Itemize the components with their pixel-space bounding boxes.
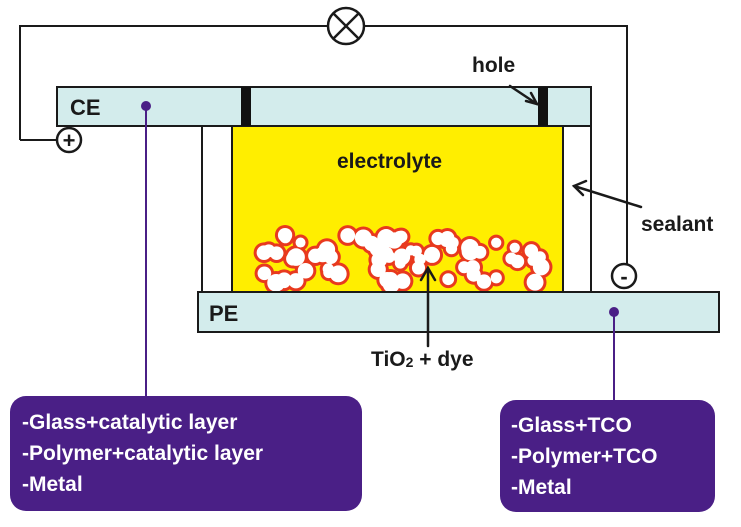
tio2-particle [340, 228, 356, 243]
pe-label: PE [209, 301, 238, 326]
tio2-particle [442, 273, 455, 286]
tio2-particle [490, 272, 502, 284]
tio2-particle [405, 245, 416, 256]
sealant-plug-hole [538, 87, 548, 126]
pe-material-item: -Metal [511, 476, 572, 499]
hole-arrow [508, 84, 539, 106]
tio2-particle [393, 230, 407, 244]
tio2-particle [364, 235, 380, 252]
tio2-particle [295, 237, 306, 248]
tio2-particle [458, 261, 471, 274]
svg-text:-: - [620, 264, 627, 289]
external-circuit [19, 25, 628, 264]
ce-material-item: -Metal [22, 473, 83, 496]
sealant-label: sealant [641, 213, 713, 236]
tio2-dye-label: TiO2 + dye [371, 348, 474, 371]
photo-electrode [197, 291, 720, 333]
tio2-particle [278, 276, 291, 289]
tio2-particle [527, 255, 538, 266]
pe-marker-dot [609, 307, 619, 317]
tio2-particle [377, 229, 396, 247]
sealant-left-wall [201, 125, 233, 293]
counter-electrode [56, 86, 592, 127]
tio2-particle [286, 252, 300, 266]
tio2-particle [329, 265, 347, 283]
tio2-particle [411, 261, 426, 275]
tio2-particle [491, 237, 502, 248]
svg-text:+: + [63, 128, 76, 153]
tio2-particle [371, 252, 388, 268]
tio2-particle [279, 231, 292, 244]
ce-material-item: -Glass+catalytic layer [22, 411, 237, 434]
tio2-particle [297, 262, 314, 279]
arrows [419, 84, 643, 348]
ce-marker-dot [141, 101, 151, 111]
tio2-particle [526, 273, 544, 291]
hole-label: hole [472, 54, 515, 77]
sealant-arrow [572, 184, 643, 209]
lamp-icon [326, 6, 366, 46]
tio2-particle [461, 242, 480, 261]
ce-material-item: -Polymer+catalytic layer [22, 442, 263, 465]
tio2-particle [509, 242, 520, 253]
ce-label: CE [70, 95, 101, 120]
tio2-particle [256, 245, 272, 261]
tio2-particle [524, 244, 539, 258]
sealant-right-wall [562, 125, 592, 293]
tio2-particle [379, 271, 396, 288]
ce-materials-box [10, 396, 362, 511]
tio2-particle [466, 267, 481, 282]
positive-terminal: + [55, 126, 83, 154]
tio2-particle [476, 274, 492, 289]
tio2-particle [257, 266, 272, 281]
tio2-particle [393, 248, 411, 266]
tio2-particle [447, 236, 459, 249]
pe-materials-box [500, 400, 715, 512]
sealant-plug-left [241, 87, 251, 126]
negative-terminal: - [610, 262, 638, 290]
tio2-particle [510, 254, 525, 269]
tio2-particle-layer [253, 224, 553, 296]
tio2-particle [269, 246, 284, 261]
tio2-particle [318, 241, 336, 258]
pe-material-item: -Polymer+TCO [511, 445, 657, 468]
tio2-particle [535, 262, 547, 274]
electrolyte-label: electrolyte [337, 150, 442, 173]
tio2-particle [431, 231, 445, 246]
tio2-particle [424, 246, 441, 263]
pe-material-item: -Glass+TCO [511, 414, 632, 437]
tio2-particle [288, 273, 304, 289]
